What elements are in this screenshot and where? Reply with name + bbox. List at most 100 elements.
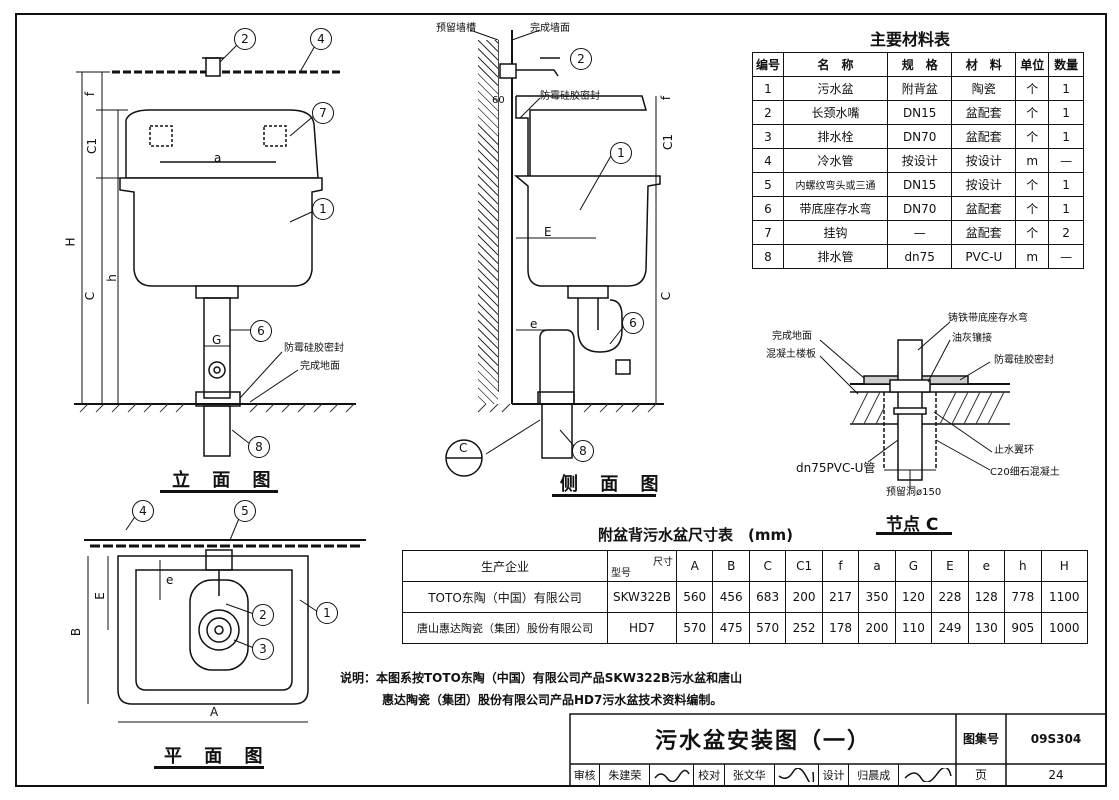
page-label: 页 bbox=[974, 768, 987, 782]
dimension-value: 252 bbox=[785, 612, 823, 644]
materials-cell: DN15 bbox=[887, 172, 953, 197]
dimension-model: HD7 bbox=[607, 612, 677, 644]
label-seal-elevation: 防霉硅胶密封 bbox=[284, 343, 344, 354]
materials-cell: 挂钩 bbox=[782, 220, 889, 245]
dimension-value: 200 bbox=[785, 581, 823, 613]
dimension-col-C: C bbox=[748, 550, 787, 582]
materials-cell: 1 bbox=[1048, 172, 1084, 197]
materials-cell: 盆配套 bbox=[951, 100, 1017, 125]
page-number: 24 bbox=[1048, 768, 1064, 782]
materials-cell: 冷水管 bbox=[782, 148, 889, 173]
elevation-view-title: 立 面 图 bbox=[172, 470, 279, 491]
dimension-col-C1: C1 bbox=[785, 550, 823, 582]
materials-row: 5 内螺纹弯头或三通 DN15 按设计 个 1 bbox=[752, 172, 1084, 197]
dimension-value: 570 bbox=[675, 612, 714, 644]
dim-a: a bbox=[214, 151, 222, 165]
dim-f-side: f bbox=[659, 95, 674, 101]
dim-e-plan: e bbox=[166, 573, 174, 587]
materials-cell: 带底座存水弯 bbox=[782, 196, 889, 221]
dimension-col-B: B bbox=[712, 550, 750, 582]
materials-cell: 8 bbox=[752, 244, 784, 269]
materials-cell: 内螺纹弯头或三通 bbox=[782, 172, 889, 197]
dimension-col-e: e bbox=[967, 550, 1006, 582]
callout-7-elevation: 7 bbox=[312, 102, 334, 124]
materials-cell: 盆配套 bbox=[951, 220, 1017, 245]
elevation-title-underline bbox=[160, 490, 278, 493]
materials-header-material: 材 料 bbox=[951, 52, 1017, 77]
callout-6-elevation: 6 bbox=[250, 320, 272, 342]
review-label: 审核 bbox=[570, 764, 601, 786]
materials-cell: 盆配套 bbox=[951, 124, 1017, 149]
elevation-floor-hatch bbox=[79, 403, 355, 413]
check-label: 校对 bbox=[694, 764, 725, 786]
dimension-header-company: 生产企业 bbox=[402, 550, 608, 582]
label-node-hole: 预留洞ø150 bbox=[886, 487, 942, 498]
label-finished-wall: 完成墙面 bbox=[530, 23, 570, 34]
node-c-title: 节点 C bbox=[886, 515, 939, 535]
materials-row: 6 带底座存水弯 DN70 盆配套 个 1 bbox=[752, 196, 1084, 221]
materials-cell: 3 bbox=[752, 124, 784, 149]
materials-cell: 1 bbox=[1048, 196, 1084, 221]
materials-cell: PVC-U bbox=[951, 244, 1017, 269]
materials-row: 8 排水管 dn75 PVC-U m — bbox=[752, 244, 1084, 269]
dimension-col-f: f bbox=[821, 550, 860, 582]
label-node-trap: 铸铁带底座存水弯 bbox=[948, 313, 1028, 324]
dim-G: G bbox=[212, 333, 222, 347]
atlas-label: 图集号 bbox=[962, 732, 999, 746]
materials-table-title: 主要材料表 bbox=[870, 30, 951, 49]
materials-header-unit: 单位 bbox=[1015, 52, 1050, 77]
dimension-col-G: G bbox=[894, 550, 933, 582]
dimension-row-huida: 唐山惠达陶瓷（集团）股份有限公司 HD7 570 475 570 252 178… bbox=[402, 612, 1089, 644]
node-title-underline bbox=[876, 532, 952, 535]
materials-cell: 盆配套 bbox=[951, 196, 1017, 221]
materials-cell: 1 bbox=[752, 76, 784, 101]
dim-E-plan: E bbox=[92, 592, 107, 600]
side-title-underline bbox=[552, 494, 656, 497]
dimension-table-title: 附盆背污水盆尺寸表 (mm) bbox=[598, 526, 793, 544]
callout-1-side: 1 bbox=[610, 142, 632, 164]
materials-row: 7 挂钩 — 盆配套 个 2 bbox=[752, 220, 1084, 245]
note-line-1: 说明：本图系按TOTO东陶（中国）有限公司产品SKW322B污水盆和唐山 bbox=[340, 671, 743, 685]
label-node-ring: 止水翼环 bbox=[994, 445, 1034, 456]
label-node-putty: 油灰镶接 bbox=[952, 333, 992, 344]
design-name: 归晨成 bbox=[849, 764, 900, 786]
callout-c-letter: C bbox=[459, 441, 468, 455]
label-node-c20: C20细石混凝土 bbox=[990, 467, 1060, 478]
plan-view-title: 平 面 图 bbox=[164, 746, 271, 767]
dimension-header-size: 尺寸 bbox=[653, 557, 673, 568]
dim-E-side: E bbox=[544, 225, 552, 239]
wall-hatch bbox=[478, 40, 498, 404]
materials-cell: 个 bbox=[1015, 76, 1050, 101]
materials-cell: 2 bbox=[1048, 220, 1084, 245]
materials-cell: 陶瓷 bbox=[951, 76, 1017, 101]
label-node-seal: 防霉硅胶密封 bbox=[994, 355, 1054, 366]
materials-cell: dn75 bbox=[887, 244, 953, 269]
dimension-col-A: A bbox=[675, 550, 714, 582]
materials-row: 1 污水盆 附背盆 陶瓷 个 1 bbox=[752, 76, 1084, 101]
materials-cell: — bbox=[887, 220, 953, 245]
callout-8-side: 8 bbox=[572, 440, 594, 462]
materials-cell: DN15 bbox=[887, 100, 953, 125]
materials-cell: 个 bbox=[1015, 220, 1050, 245]
materials-cell: 排水管 bbox=[782, 244, 889, 269]
side-view bbox=[445, 29, 664, 477]
signature-row: 审核 朱建荣 校对 张文华 设计 归晨成 bbox=[570, 764, 956, 786]
review-signature-scribble bbox=[654, 769, 690, 782]
dimension-value: 1000 bbox=[1040, 612, 1089, 644]
materials-table: 编号 名 称 规 格 材 料 单位 数量 1 污水盆 附背盆 陶瓷 个 1 2 … bbox=[752, 52, 1084, 269]
callout-8-elevation: 8 bbox=[248, 436, 270, 458]
side-view-title: 侧 面 图 bbox=[560, 474, 667, 495]
dim-h: h bbox=[104, 274, 119, 282]
materials-cell: 按设计 bbox=[951, 148, 1017, 173]
dim-C: C bbox=[83, 291, 98, 301]
materials-cell: 个 bbox=[1015, 124, 1050, 149]
dimension-company: 唐山惠达陶瓷（集团）股份有限公司 bbox=[402, 612, 608, 644]
dim-f: f bbox=[83, 91, 98, 97]
materials-cell: 长颈水嘴 bbox=[782, 100, 889, 125]
materials-cell: 个 bbox=[1015, 172, 1050, 197]
dim-A: A bbox=[210, 705, 219, 719]
check-signature bbox=[775, 764, 819, 786]
materials-cell: m bbox=[1015, 244, 1050, 269]
